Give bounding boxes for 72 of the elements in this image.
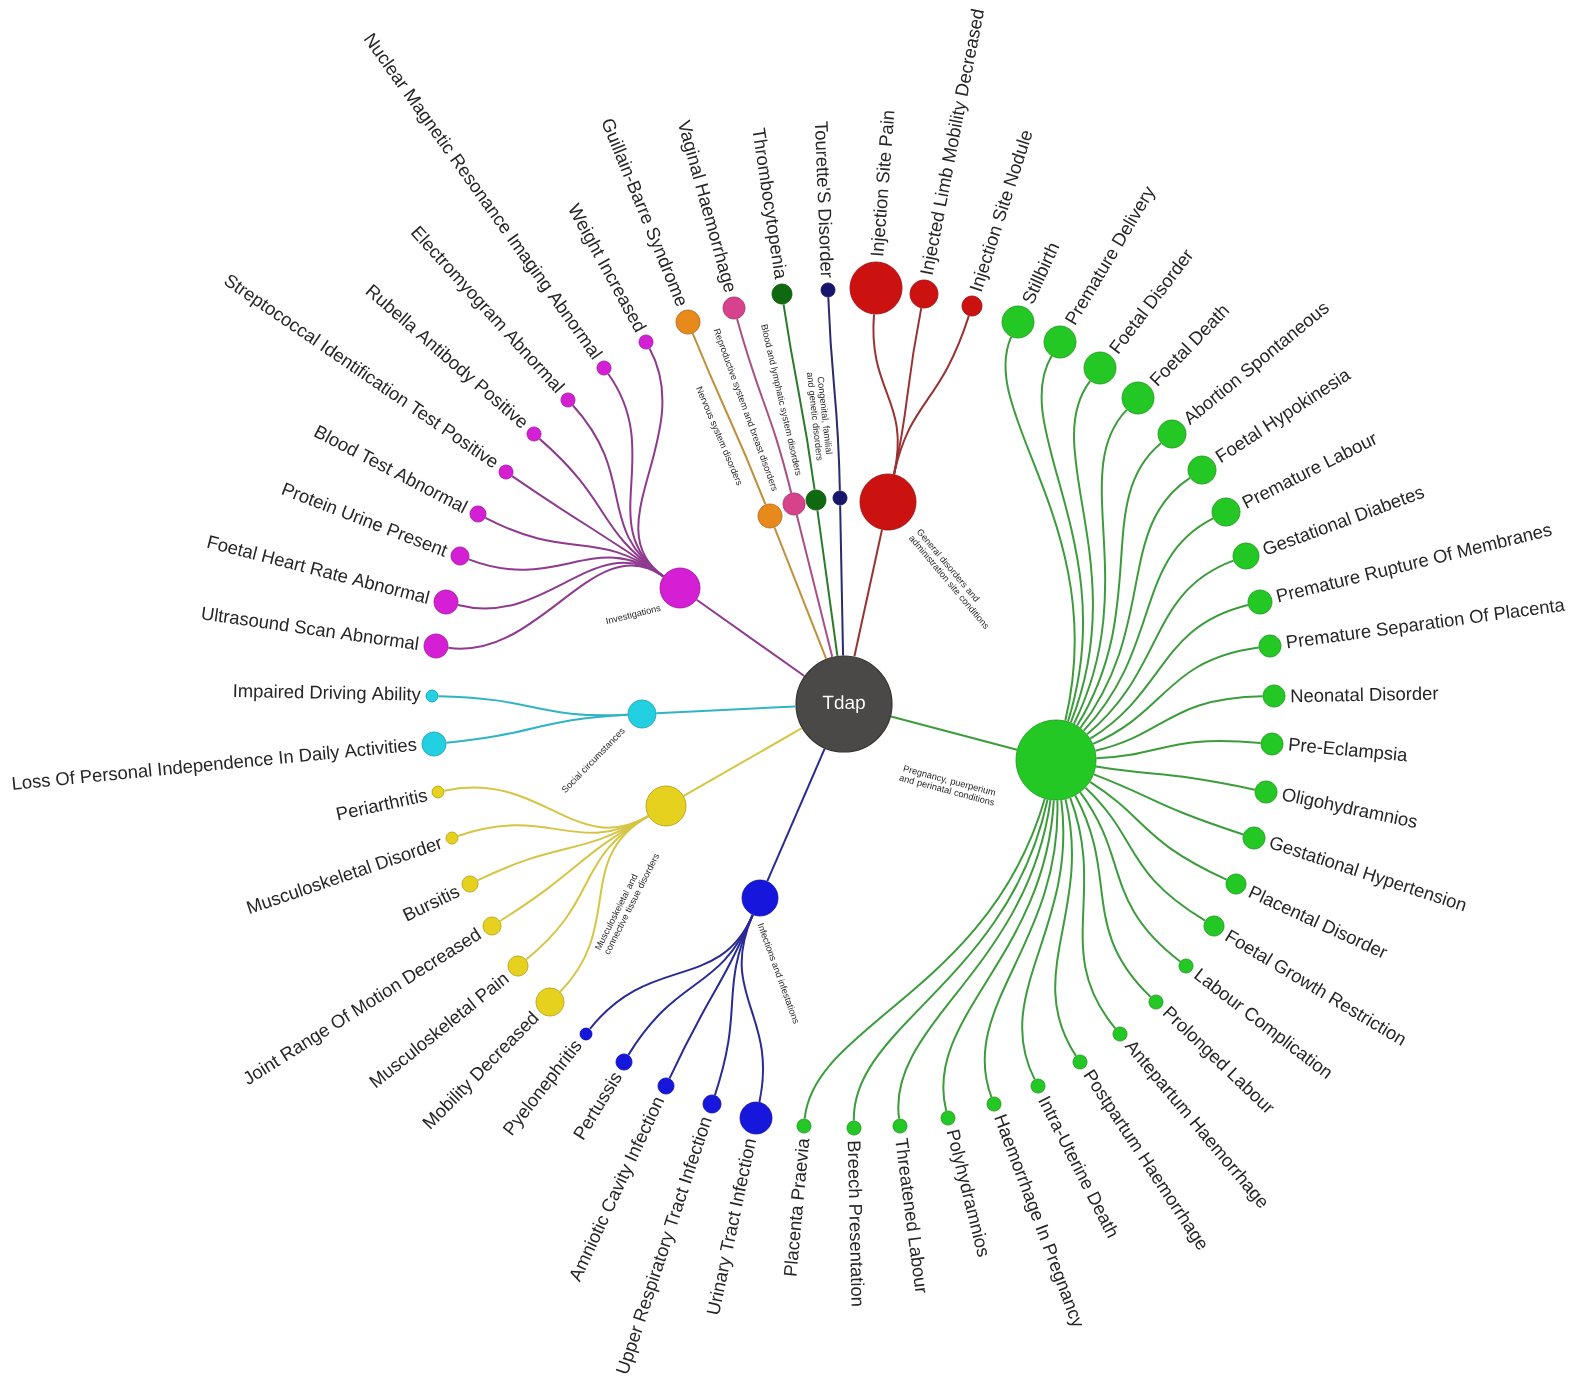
branch-line bbox=[1004, 335, 1076, 722]
branch-line bbox=[695, 598, 806, 677]
branch-line bbox=[637, 347, 665, 578]
branch-line bbox=[736, 318, 793, 494]
node-dot bbox=[627, 699, 657, 729]
node-dot bbox=[645, 785, 687, 827]
branch-line bbox=[484, 516, 665, 578]
branch-line bbox=[1079, 791, 1182, 963]
branch-line bbox=[766, 747, 826, 883]
node-dot bbox=[859, 473, 917, 531]
node-dot bbox=[659, 567, 701, 609]
branch-line bbox=[1021, 799, 1065, 1081]
branch-line bbox=[983, 799, 1059, 1099]
branch-line bbox=[782, 303, 816, 491]
branch-line bbox=[1074, 794, 1152, 998]
node-label: Ultrasound Scan Abnormal bbox=[202, 606, 419, 650]
branch-line bbox=[498, 815, 650, 922]
branch-line bbox=[1092, 646, 1260, 745]
branch-line bbox=[1089, 603, 1249, 740]
branch-line bbox=[1054, 798, 1077, 1057]
root-node: Tdap bbox=[795, 655, 893, 753]
branch-line bbox=[1072, 408, 1128, 725]
node-label: Threatened Labour bbox=[895, 1137, 926, 1293]
node-dot bbox=[832, 490, 848, 506]
branch-line bbox=[893, 314, 970, 476]
node-label: Urinary Tract Infection bbox=[706, 1139, 756, 1314]
branch-line bbox=[443, 786, 650, 829]
branch-line bbox=[1084, 786, 1207, 922]
branch-line bbox=[1076, 442, 1162, 727]
branch-line bbox=[1086, 559, 1235, 736]
branch-line bbox=[1040, 355, 1084, 723]
node-label: Loss Of Personal Independence In Daily Activities bbox=[12, 739, 417, 790]
node-dot bbox=[782, 492, 806, 516]
branch-line bbox=[1069, 380, 1094, 724]
branch-line bbox=[1089, 780, 1228, 881]
node-label: Placenta Praevia bbox=[783, 1138, 810, 1276]
node-label: Premature Separation Of Placenta bbox=[1286, 600, 1566, 649]
branch-line bbox=[607, 373, 665, 578]
branch-line bbox=[816, 509, 839, 657]
branch-line bbox=[1095, 739, 1262, 760]
branch-line bbox=[942, 799, 1055, 1112]
node-dot bbox=[805, 489, 827, 511]
branch-line bbox=[1094, 765, 1256, 791]
branch-line bbox=[890, 715, 1018, 751]
branch-line bbox=[839, 504, 845, 657]
node-dot bbox=[757, 503, 783, 529]
branch-line bbox=[1092, 773, 1245, 836]
branch-line bbox=[682, 727, 803, 797]
node-label: Periarthritis bbox=[336, 790, 428, 821]
branch-line bbox=[1069, 796, 1117, 1030]
node-label: Breech Presentation bbox=[847, 1141, 865, 1306]
branch-line bbox=[437, 695, 629, 717]
branch-line bbox=[827, 296, 841, 492]
branch-line bbox=[1082, 517, 1215, 732]
branch-line bbox=[853, 528, 883, 658]
branch-line bbox=[1094, 695, 1264, 752]
branch-line bbox=[588, 913, 754, 1030]
branch-line bbox=[691, 332, 767, 506]
branch-line bbox=[803, 797, 1046, 1120]
node-dot bbox=[741, 879, 779, 917]
node-label: Pre-Eclampsia bbox=[1289, 737, 1407, 763]
branch-line bbox=[852, 798, 1049, 1122]
node-label: Injection Site Pain bbox=[870, 111, 895, 256]
branch-line bbox=[655, 705, 797, 715]
branch-line bbox=[897, 799, 1052, 1120]
branch-line bbox=[1079, 476, 1191, 729]
branch-line bbox=[795, 514, 834, 658]
node-label: Neonatal Disorder bbox=[1291, 686, 1439, 703]
node-label: Impaired Driving Ability bbox=[234, 684, 421, 705]
node-label: Tourette'S Disorder bbox=[815, 121, 834, 278]
branch-line bbox=[773, 526, 828, 660]
node-dot bbox=[1015, 719, 1097, 801]
